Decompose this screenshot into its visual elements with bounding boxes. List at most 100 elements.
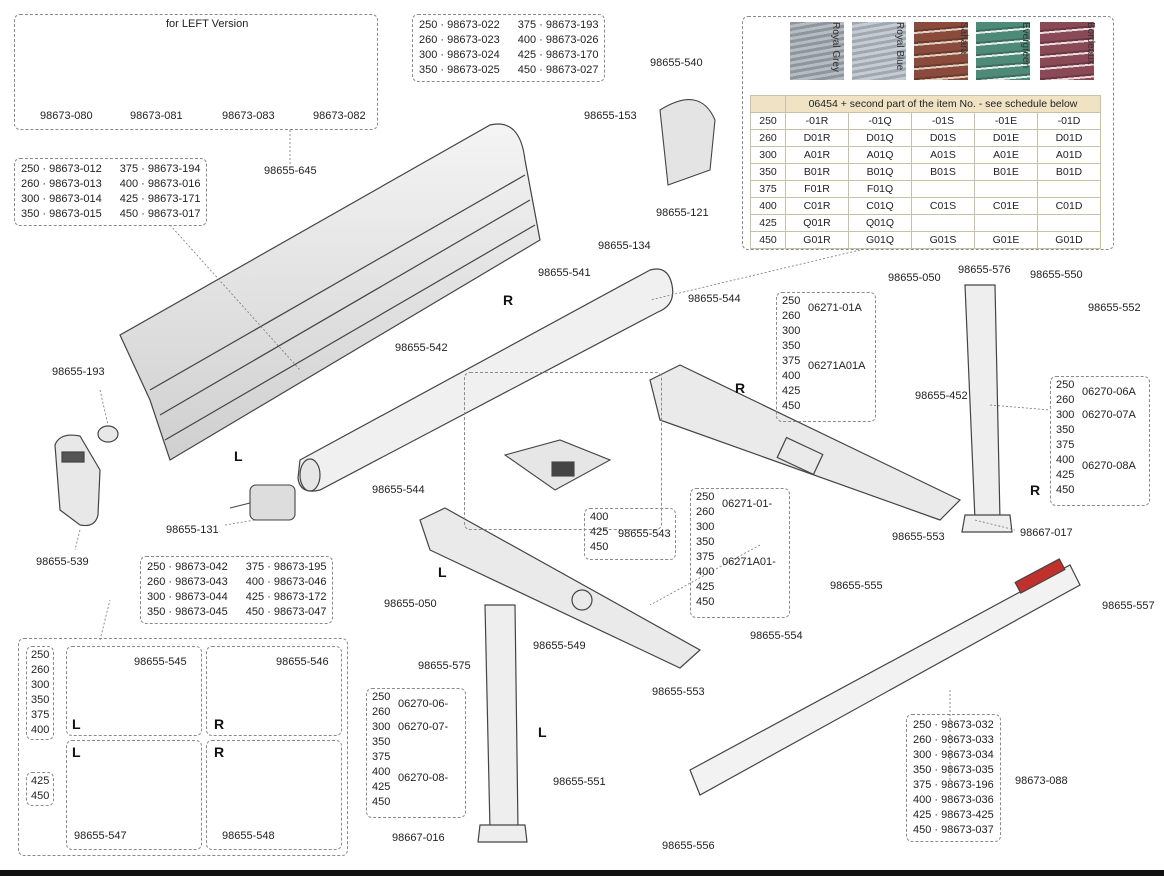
table-cell: 260 · 98673-033 xyxy=(913,734,994,746)
table-cell: 425 · 98673-425 xyxy=(913,809,994,821)
table-cell: 250 · 98673-022 xyxy=(419,19,500,31)
arm-right-list xyxy=(776,292,876,422)
side-letter-right: R xyxy=(503,292,514,308)
table-cell: 375 · 98673-193 xyxy=(517,19,599,31)
part-543-sizes: 400 425 450 xyxy=(590,511,609,553)
arm-right-code-b: 06271A01A xyxy=(808,360,866,372)
part-label: 98655-576 xyxy=(958,264,1011,276)
part-label: 98655-645 xyxy=(264,165,317,177)
part-label: 98655-555 xyxy=(830,580,883,592)
table-cell: 300 · 98673-024 xyxy=(419,49,500,61)
leg-left-code-b: 06270-07- xyxy=(398,721,449,733)
table-cell: 350 · 98673-025 xyxy=(419,64,500,76)
part-label: 98655-557 xyxy=(1102,600,1155,612)
top-part-table: 250 · 98673-022 375 · 98673-193 260 · 986… xyxy=(412,14,606,82)
leg-left-code-a: 06270-06- xyxy=(398,698,449,710)
bracket-sizes-top: 250 260 300 350 375 400 xyxy=(26,646,55,740)
table-cell: 350 · 98673-035 xyxy=(913,764,994,776)
table-cell: 450 · 98673-037 xyxy=(913,824,994,836)
bracket-cell xyxy=(66,646,202,736)
table-cell: 300 · 98673-014 xyxy=(21,193,102,205)
table-cell: 260 · 98673-013 xyxy=(21,178,102,190)
part-label: 98673-082 xyxy=(313,110,366,122)
table-cell: 425 · 98673-171 xyxy=(119,193,201,205)
housing-543 xyxy=(503,439,612,491)
part-label: 98655-050 xyxy=(888,272,941,284)
bracket-cell xyxy=(66,740,202,850)
awning-case xyxy=(119,123,541,461)
part-label: 98655-193 xyxy=(52,366,105,378)
leg-right-code-b: 06270-07A xyxy=(1082,409,1136,421)
table-cell: 400 · 98673-026 xyxy=(517,34,599,46)
part-543-list xyxy=(584,508,676,560)
fabric-swatch xyxy=(914,22,968,80)
part-label: 98655-548 xyxy=(222,830,275,842)
table-cell: 400 · 98673-036 xyxy=(913,794,994,806)
end-cap-left xyxy=(54,425,119,527)
part-label: 98655-551 xyxy=(553,776,606,788)
side-letter-left: L xyxy=(438,564,447,580)
table-cell: 250 · 98673-032 xyxy=(913,719,994,731)
part-label: 98655-121 xyxy=(656,207,709,219)
arm-left xyxy=(419,507,702,669)
side-letter-right: R xyxy=(214,716,225,732)
part-label: 98673-080 xyxy=(40,110,93,122)
table-cell: 250 · 98673-012 xyxy=(21,163,102,175)
part-label: 98667-017 xyxy=(1020,527,1073,539)
part-label: 98655-050 xyxy=(384,598,437,610)
side-letter-right: R xyxy=(1030,482,1041,498)
winch-131 xyxy=(229,484,296,521)
part-543-code: 98655-543 xyxy=(618,528,671,540)
side-letter-right: R xyxy=(214,744,225,760)
table-header-row: 06454 + second part of the item No. - se… xyxy=(750,95,1101,113)
fabric-color-name: Royal Grey xyxy=(830,22,841,73)
leg-left-list xyxy=(366,688,466,818)
fabric-color-name: Royal Blue xyxy=(894,22,905,71)
part-label: 98655-546 xyxy=(276,656,329,668)
part-label: 98655-575 xyxy=(418,660,471,672)
part-label: 98655-544 xyxy=(372,484,425,496)
bracket-box xyxy=(18,638,348,856)
part-label: 98655-541 xyxy=(538,267,591,279)
side-letter-left: L xyxy=(234,448,243,464)
arm-right-sizes: 250 260 300 350 375 400 425 450 xyxy=(782,295,801,412)
part-label: 98655-553 xyxy=(652,686,705,698)
part-label: 98655-131 xyxy=(166,524,219,536)
leg-right-code-c: 06270-08A xyxy=(1082,460,1136,472)
left-version-title: for LEFT Version xyxy=(166,18,249,30)
fabric-color-name: Evergreen xyxy=(1020,22,1031,69)
part-label: 98667-016 xyxy=(392,832,445,844)
part-label: 98655-544 xyxy=(688,293,741,305)
part-label: 98655-540 xyxy=(650,57,703,69)
part-label: 98655-452 xyxy=(915,390,968,402)
bracket-cell xyxy=(206,740,342,850)
part-label: 98655-153 xyxy=(584,110,637,122)
table-cell: 375 · 98673-196 xyxy=(913,779,994,791)
part-label: 98655-547 xyxy=(74,830,127,842)
arm-left-list xyxy=(690,488,790,618)
arm-right xyxy=(649,364,962,521)
part-label: 98655-545 xyxy=(134,656,187,668)
fabric-swatch xyxy=(852,22,906,80)
side-letter-left: L xyxy=(72,716,81,732)
table-cell: 260 · 98673-043 xyxy=(147,576,228,588)
cap-540 xyxy=(659,99,716,186)
part-label: 98655-556 xyxy=(662,840,715,852)
arm-left-sizes: 250 260 300 350 375 400 425 450 xyxy=(696,491,715,608)
part-label: 98655-134 xyxy=(598,240,651,252)
table-cell: 260 · 98673-023 xyxy=(419,34,500,46)
arm-right-code-a: 06271-01A xyxy=(808,302,862,314)
leg-right-code-a: 06270-06A xyxy=(1082,386,1136,398)
leg-right-sizes: 250 260 300 350 375 400 425 450 xyxy=(1056,379,1075,496)
bracket-sizes-bottom: 425 450 xyxy=(26,772,55,806)
fabric-color-name: Sahara xyxy=(958,22,969,55)
